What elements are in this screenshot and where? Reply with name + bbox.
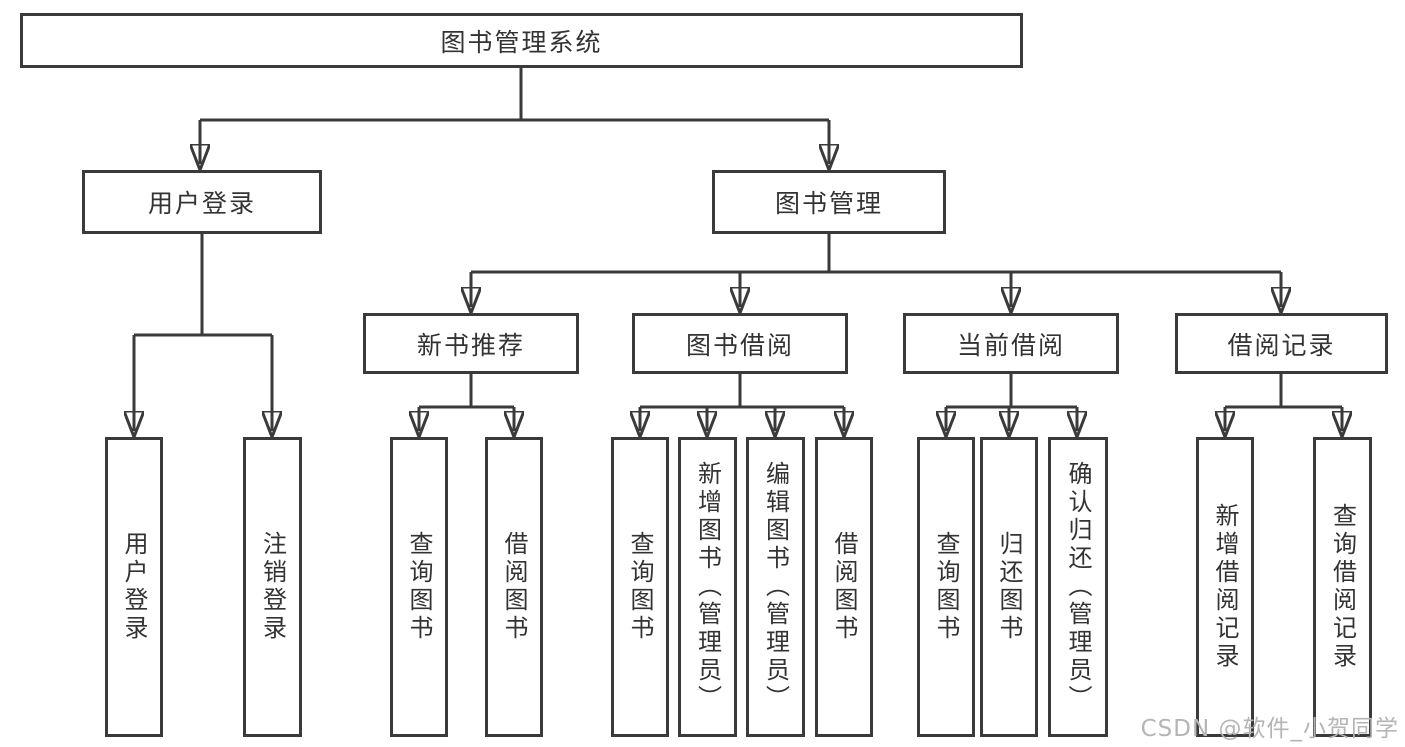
csdn-watermark: CSDN @软件_小贺同学 — [1140, 716, 1399, 742]
node-user-login: 用户登录 — [82, 170, 322, 234]
node-leaf-add-book-admin: 新增图书（管理员） — [678, 437, 737, 737]
node-leaf-query-books-borrow: 查询图书 — [611, 437, 669, 737]
connector-book-management-trunk — [471, 234, 1281, 274]
node-current-borrow: 当前借阅 — [903, 313, 1119, 374]
node-leaf-edit-book-admin: 编辑图书（管理员） — [746, 437, 805, 737]
node-root-library-management-system: 图书管理系统 — [20, 13, 1023, 68]
connector-book-borrow-trunk — [640, 374, 844, 409]
node-leaf-borrow-book-recommend: 借阅图书 — [485, 437, 543, 737]
node-leaf-add-borrow-record: 新增借阅记录 — [1196, 437, 1254, 737]
node-borrow-records: 借阅记录 — [1175, 313, 1388, 374]
node-leaf-borrow-book: 借阅图书 — [815, 437, 873, 737]
node-leaf-query-books-current: 查询图书 — [917, 437, 975, 737]
node-leaf-confirm-return-admin: 确认归还（管理员） — [1048, 437, 1108, 737]
connector-current-borrow-trunk — [946, 374, 1077, 409]
node-book-management: 图书管理 — [712, 170, 946, 234]
node-new-book-recommend: 新书推荐 — [363, 313, 579, 374]
node-leaf-query-books-recommend: 查询图书 — [390, 437, 448, 737]
node-leaf-query-borrow-record: 查询借阅记录 — [1313, 437, 1372, 737]
node-leaf-logout-login: 注销登录 — [243, 437, 302, 737]
node-book-borrow: 图书借阅 — [632, 313, 848, 374]
connector-borrow-records-trunk — [1225, 374, 1342, 409]
connector-root-trunk — [200, 67, 829, 122]
connector-user-login-trunk — [134, 234, 272, 337]
connector-new-book-trunk — [419, 374, 514, 409]
node-leaf-user-login: 用户登录 — [105, 437, 163, 737]
node-leaf-return-book: 归还图书 — [980, 437, 1038, 737]
